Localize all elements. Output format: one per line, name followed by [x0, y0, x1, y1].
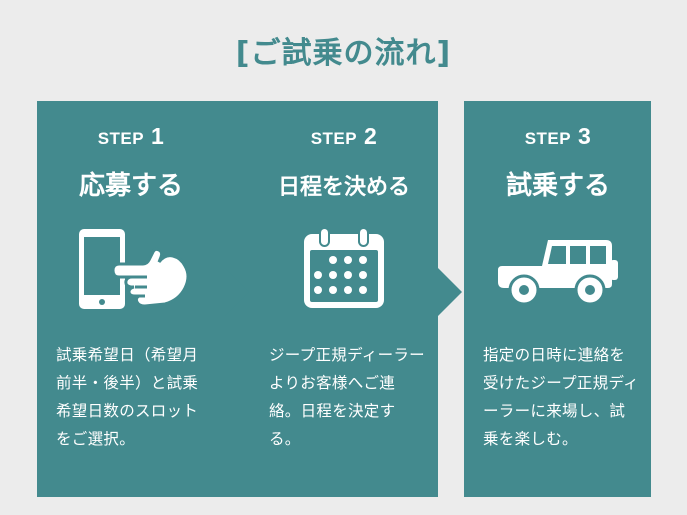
- jeep-icon: [464, 226, 652, 311]
- step-number: 1: [151, 123, 165, 149]
- step-label: STEP 3: [464, 123, 652, 150]
- step-number: 2: [364, 123, 378, 149]
- step-title: 日程を決める: [277, 175, 410, 200]
- step-title: 応募する: [78, 171, 183, 201]
- arrow-right-icon: [438, 268, 462, 316]
- page-title: [ご試乗の流れ]: [235, 36, 452, 71]
- smartphone-tap-icon: [37, 226, 225, 311]
- step-label: STEP 1: [37, 123, 225, 150]
- step-description: 指定の日時に連絡を受けたジープ正規ディーラーに来場し、試乗を楽しむ。: [483, 346, 639, 448]
- step-title: 試乗する: [505, 171, 610, 201]
- calendar-icon: [250, 226, 438, 311]
- step-card-1: STEP 1 応募する 試乗希望日（希望月前半・後半）と試乗希望日数のスロットを…: [37, 101, 252, 497]
- arrow-right-icon: [225, 268, 249, 316]
- step-label-text: STEP: [97, 129, 144, 148]
- step-card-2: STEP 2 日程を決める ジープ正規ディーラーよりお客様へご連絡。日程を決定す…: [250, 101, 438, 497]
- step-label-text: STEP: [310, 129, 357, 148]
- step-label: STEP 2: [250, 123, 438, 150]
- step-label-text: STEP: [524, 129, 571, 148]
- step-description: ジープ正規ディーラーよりお客様へご連絡。日程を決定する。: [269, 346, 425, 448]
- step-number: 3: [578, 123, 592, 149]
- step-description: 試乗希望日（希望月前半・後半）と試乗希望日数のスロットをご選択。: [56, 346, 199, 448]
- step-card-3: STEP 3 試乗する 指定の日時に連絡を受けたジープ正規ディーラーに来場し、試…: [464, 101, 651, 497]
